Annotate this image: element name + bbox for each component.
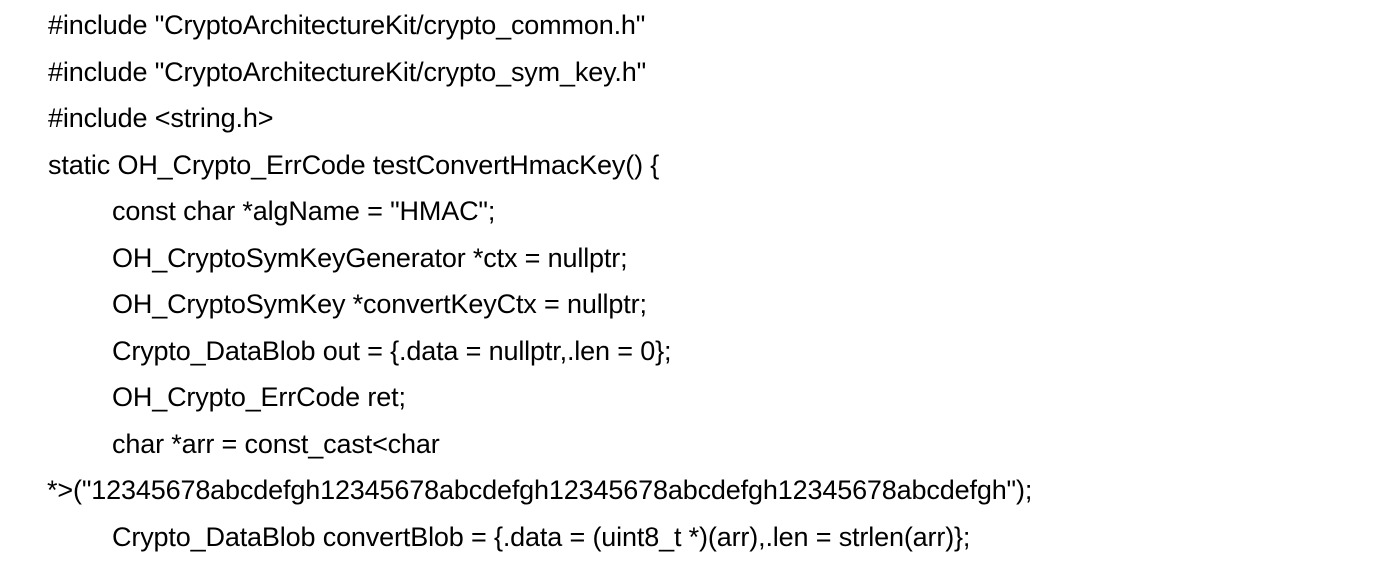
code-line-8: OH_Crypto_ErrCode ret; — [112, 382, 406, 412]
code-line-5: OH_CryptoSymKeyGenerator *ctx = nullptr; — [112, 242, 628, 273]
code-line-9: char *arr = const_cast<char — [112, 428, 440, 459]
code-line-7: Crypto_DataBlob out = {.data = nullptr,.… — [112, 335, 672, 366]
code-line-3: static OH_Crypto_ErrCode testConvertHmac… — [48, 149, 660, 180]
code-line-11: Crypto_DataBlob convertBlob = {.data = (… — [112, 521, 971, 552]
code-line-0: #include "CryptoArchitectureKit/crypto_c… — [48, 10, 646, 40]
code-line-1: #include "CryptoArchitectureKit/crypto_s… — [48, 56, 647, 87]
code-line-4: const char *algName = "HMAC"; — [112, 196, 496, 226]
code-line-2: #include <string.h> — [48, 103, 274, 133]
code-line-10: *>("12345678abcdefgh12345678abcdefgh1234… — [47, 475, 1033, 505]
code-line-6: OH_CryptoSymKey *convertKeyCtx = nullptr… — [112, 289, 647, 319]
